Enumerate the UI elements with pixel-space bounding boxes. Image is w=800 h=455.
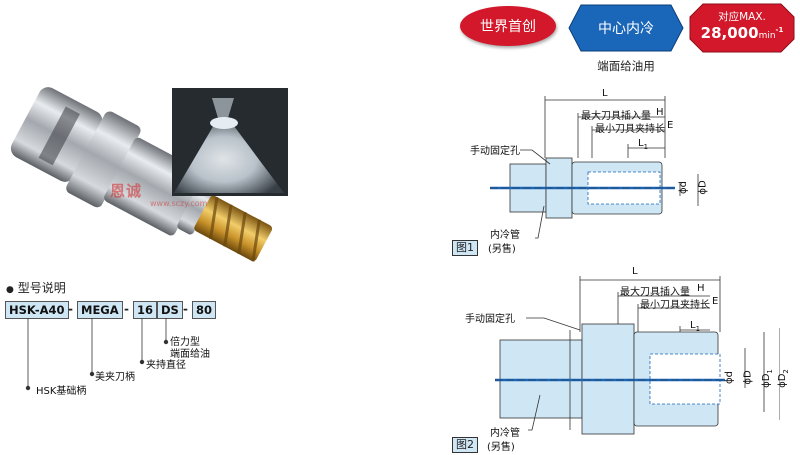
center-coolant-label: 中心内冷 — [598, 21, 654, 37]
hexagon-badge-shape — [568, 4, 684, 52]
fig2-E: E — [712, 296, 719, 307]
fig2-phi-D1: ϕD1 — [761, 369, 774, 388]
legend-power-type: 倍力型 — [170, 337, 200, 348]
code-dash: - — [183, 302, 188, 316]
octagon-badge-shape — [689, 3, 795, 53]
legend-diameter: 夹持直径 — [146, 360, 186, 371]
center-coolant-badge: 中心内冷 — [567, 3, 685, 53]
fig1-coolant-note: (另售) — [488, 244, 516, 255]
fig1-fixing-hole: 手动固定孔 — [470, 146, 520, 157]
code-mega: MEGA — [77, 301, 123, 319]
figure2-label: 图2 — [452, 437, 478, 453]
max-speed-unit: min — [758, 31, 776, 41]
fig2-fixing-hole: 手动固定孔 — [465, 314, 515, 325]
code-diameter: 16 — [133, 301, 158, 319]
fig1-L1-sub: 1 — [643, 143, 649, 151]
legend-hsk: HSK基础柄 — [36, 386, 87, 397]
fig1-E: E — [667, 120, 674, 131]
model-code-leader-lines — [25, 318, 169, 391]
code-hsk: HSK-A40 — [5, 301, 69, 319]
fig1-L1: L1 — [638, 138, 648, 151]
fig2-L: L — [632, 266, 638, 277]
fig2-L1-text: L — [690, 320, 696, 331]
code-length: 80 — [192, 301, 217, 319]
world-first-badge: 世界首创 — [460, 6, 556, 46]
figure1-label: 图1 — [452, 240, 478, 256]
fig2-phi-D2-sub: 2 — [781, 369, 790, 374]
legend-mega: 美夹刀柄 — [95, 372, 135, 383]
watermark-logo: 恩诚 — [110, 182, 143, 200]
end-face-coolant-label: 端面给油用 — [597, 59, 655, 73]
fig2-coolant-note: (另售) — [487, 442, 515, 453]
max-speed-exponent: -1 — [775, 26, 784, 34]
code-ds: DS — [157, 301, 183, 319]
watermark-url: www.sczy.com — [150, 199, 208, 208]
fig2-phi-D2-text: ϕD — [776, 373, 788, 388]
fig2-phi-D1-sub: 1 — [765, 369, 774, 374]
fig2-L1: L1 — [690, 320, 700, 333]
figure2-drawing — [495, 276, 780, 435]
fig1-coolant-pipe: 内冷管 — [490, 230, 520, 241]
world-first-label: 世界首创 — [480, 19, 536, 35]
fig2-min-clamp: 最小刀具夹持长 — [640, 300, 710, 311]
legend-end-coolant: 端面给油 — [170, 349, 210, 360]
fig2-phi-d: ϕd — [723, 371, 735, 384]
fig1-phi-D: ϕD — [697, 180, 709, 195]
fig1-L1-text: L — [638, 138, 644, 149]
fig1-H: H — [656, 107, 664, 118]
fig2-phi-D: ϕD — [742, 370, 754, 385]
model-code-title-text: 型号说明 — [17, 281, 66, 295]
code-dash: - — [68, 302, 73, 316]
bullet-icon: ● — [6, 285, 14, 295]
fig1-phi-d: ϕd — [677, 181, 689, 194]
max-speed-label: 对应MAX. — [718, 11, 766, 23]
fig2-coolant-pipe: 内冷管 — [490, 428, 520, 439]
fig1-max-insert: 最大刀具插入量 — [581, 111, 651, 122]
model-code-title: ● 型号说明 — [6, 279, 66, 296]
fig2-L1-sub: 1 — [695, 325, 701, 333]
figure1-drawing — [490, 96, 699, 239]
fig2-phi-D1-text: ϕD — [760, 373, 772, 388]
max-speed-value: 28,000min-1 — [689, 24, 795, 42]
fig2-phi-D2: ϕD2 — [777, 369, 790, 388]
fig1-L: L — [602, 88, 608, 99]
fig2-H: H — [697, 283, 705, 294]
fig2-max-insert: 最大刀具插入量 — [620, 287, 690, 298]
max-speed-number: 28,000 — [700, 24, 759, 42]
coolant-spray-photo — [172, 88, 288, 196]
code-dash: - — [124, 302, 129, 316]
fig1-min-clamp: 最小刀具夹持长 — [595, 124, 665, 135]
